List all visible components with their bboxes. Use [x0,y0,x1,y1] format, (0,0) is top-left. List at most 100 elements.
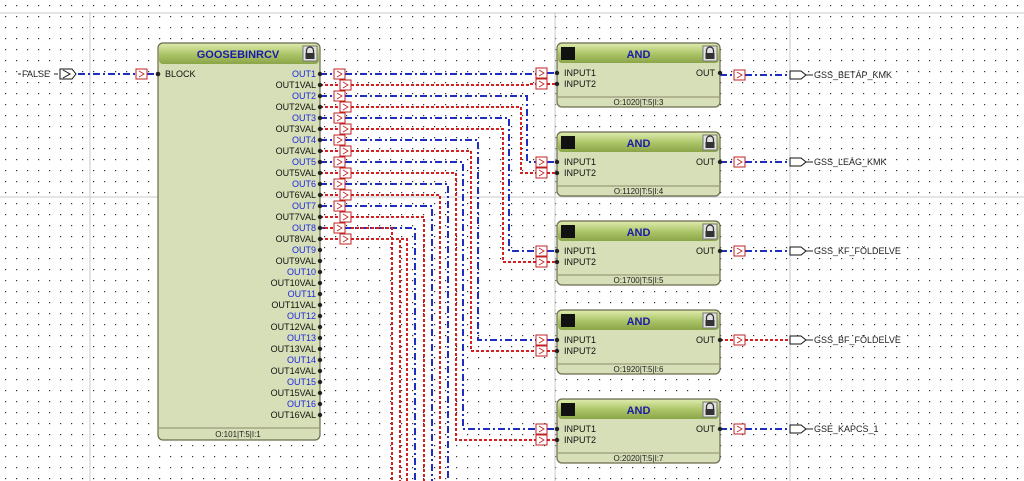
and-input2-pin[interactable] [554,81,560,87]
goose-output-pin[interactable] [317,302,323,308]
goose-output-out10-label: OUT10 [287,267,316,277]
connection-arrow-icon [342,147,349,155]
goose-output-pin[interactable] [317,379,323,385]
goose-output-pin[interactable] [317,247,323,253]
goose-input-block-label: BLOCK [165,69,196,79]
and-input1-label: INPUT1 [564,68,596,78]
and-input2-pin[interactable] [554,437,560,443]
goose-output-pin[interactable] [317,225,323,231]
goose-output-pin[interactable] [317,82,323,88]
goose-output-pin[interactable] [317,368,323,374]
goosebinrcv-block[interactable]: GOOSEBINRCV BLOCK OUT1OUT1VALOUT2OUT2VAL… [155,42,323,441]
connection-box [339,189,352,201]
goose-output-pin[interactable] [317,280,323,286]
goose-output-pin[interactable] [317,126,323,132]
goose-output-pin[interactable] [317,324,323,330]
connection-box [733,69,746,81]
and-input1-pin[interactable] [554,70,560,76]
and-output-pin[interactable] [717,248,723,254]
and-output-pin[interactable] [717,426,723,432]
goose-output-pin[interactable] [317,214,323,220]
connection-box [535,167,548,179]
and-input2-pin[interactable] [554,348,560,354]
connection-box [535,67,548,79]
connection-box [339,167,352,179]
connection-arrow-icon [736,158,743,166]
goose-output-pin[interactable] [317,148,323,154]
goose-output-pin[interactable] [317,346,323,352]
goose-output-pin[interactable] [317,258,323,264]
goose-output-pin[interactable] [317,291,323,297]
goose-output-pin[interactable] [317,93,323,99]
goose-output-pin[interactable] [317,137,323,143]
lock-icon [702,223,718,240]
output-symbol-icon [789,335,807,345]
and-output-pin[interactable] [717,337,723,343]
goose-output-pin[interactable] [317,104,323,110]
connection-arrow-icon [336,180,343,188]
goose-output-pin[interactable] [317,401,323,407]
false-constant[interactable]: FALSE [18,68,77,80]
and-input1-pin[interactable] [554,159,560,165]
signal-wire [345,227,416,481]
goose-output-pin[interactable] [317,203,323,209]
output-symbol-icon [789,424,807,434]
connection-arrow-icon [538,169,545,177]
goose-output-pin[interactable] [317,115,323,121]
connection-box [339,145,352,157]
and-input2-label: INPUT2 [564,346,596,356]
goose-output-pin[interactable] [317,313,323,319]
and-output-pin[interactable] [717,70,723,76]
signal-wire [345,205,433,481]
connection-arrow-icon [336,114,343,122]
and-block-title: AND [627,227,651,239]
goose-output-pin[interactable] [317,335,323,341]
goose-output-ports: OUT1OUT1VALOUT2OUT2VALOUT3OUT3VALOUT4OUT… [271,69,323,420]
and-input1-pin[interactable] [554,426,560,432]
goose-output-pin[interactable] [317,181,323,187]
goose-output-pin[interactable] [317,192,323,198]
signal-wire [351,238,401,481]
wires-layer [78,72,790,481]
and-output-pin[interactable] [717,159,723,165]
and-input2-pin[interactable] [554,170,560,176]
and-input1-pin[interactable] [554,248,560,254]
output-signal-name[interactable]: GSS_BETÁP_KMK [814,70,892,80]
and-output-label: OUT [696,335,716,345]
goose-output-out9val-label: OUT9VAL [276,256,316,266]
goose-output-pin[interactable] [317,71,323,77]
signal-wire [345,117,536,252]
connection-box [339,233,352,245]
connection-arrow-icon [736,71,743,79]
goose-output-out12-label: OUT12 [287,311,316,321]
goose-output-pin[interactable] [317,236,323,242]
goose-output-pin[interactable] [317,159,323,165]
connection-arrow-icon [736,425,743,433]
connection-arrow-icon [342,81,349,89]
goose-output-pin[interactable] [317,269,323,275]
goose-input-pin[interactable] [155,71,161,77]
connection-arrow-icon [736,336,743,344]
goose-output-pin[interactable] [317,170,323,176]
and-block-title: AND [627,405,651,417]
connection-box [535,345,548,357]
and-input1-pin[interactable] [554,337,560,343]
connection-arrow-icon [336,70,343,78]
output-signal-name[interactable]: GSS_LEÁG_KMK [814,157,887,167]
output-signal-name[interactable]: GSS_KF_FÖLDELVE [814,246,901,256]
goose-output-out3val-label: OUT3VAL [276,124,316,134]
goose-output-pin[interactable] [317,390,323,396]
goose-output-out1val-label: OUT1VAL [276,80,316,90]
output-signal-name[interactable]: GSE_KAPCS_1 [814,424,879,434]
goose-output-pin[interactable] [317,357,323,363]
output-signal-name[interactable]: GSS_BF_FÖLDELVE [814,335,901,345]
goose-output-out3-label: OUT3 [292,113,316,123]
goose-output-pin[interactable] [317,412,323,418]
constant-input-symbol-icon [59,68,77,80]
and-input2-pin[interactable] [554,259,560,265]
